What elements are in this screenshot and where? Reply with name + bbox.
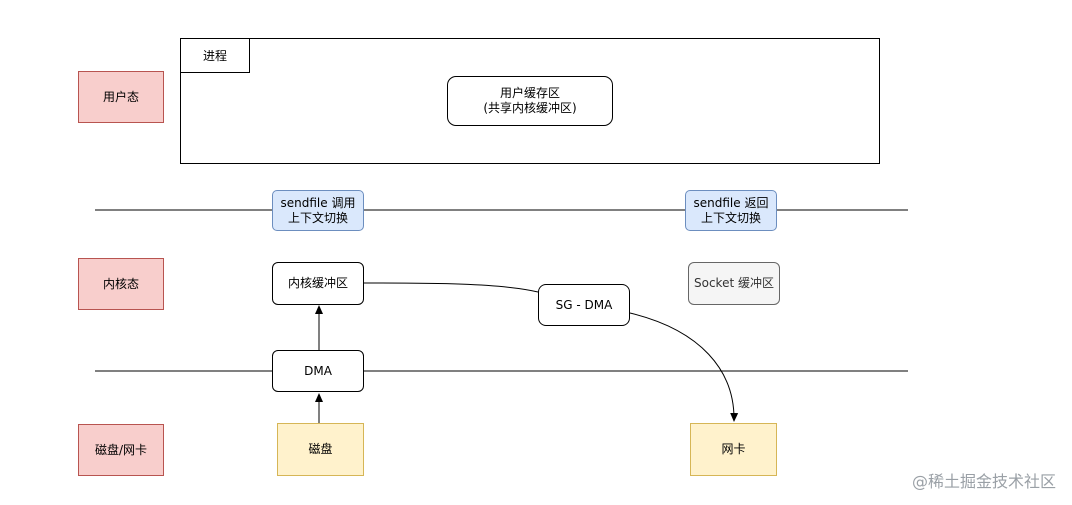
sg-dma-node: SG - DMA	[538, 284, 630, 326]
user-buffer-node: 用户缓存区 (共享内核缓冲区)	[447, 76, 613, 126]
dma-text: DMA	[304, 363, 332, 378]
disk-text: 磁盘	[308, 442, 333, 456]
disk-node: 磁盘	[277, 423, 364, 476]
sg-dma-text: SG - DMA	[555, 297, 613, 312]
dma-node: DMA	[272, 350, 364, 392]
sendfile-call-text: sendfile 调用 上下文切换	[280, 195, 356, 225]
kernel-mode-label: 内核态	[78, 258, 164, 310]
kernel-mode-text: 内核态	[102, 276, 139, 291]
sg-dma-to-nic-arrow	[629, 312, 739, 422]
user-mode-label: 用户态	[78, 71, 164, 123]
user-mode-text: 用户态	[102, 89, 139, 104]
device-layer-text: 磁盘/网卡	[94, 442, 148, 457]
socket-buffer-text: Socket 缓冲区	[694, 276, 774, 290]
socket-buffer-node: Socket 缓冲区	[688, 262, 780, 305]
device-layer-label: 磁盘/网卡	[78, 424, 164, 476]
watermark: @稀土掘金技术社区	[911, 472, 1056, 491]
kernel-buffer-node: 内核缓冲区	[272, 262, 364, 305]
process-label-text: 进程	[202, 49, 227, 63]
user-buffer-text: 用户缓存区 (共享内核缓冲区)	[483, 86, 577, 115]
kernel-buffer-text: 内核缓冲区	[287, 276, 348, 290]
nic-text: 网卡	[721, 442, 746, 456]
sendfile-call-note: sendfile 调用 上下文切换	[272, 190, 364, 231]
nic-node: 网卡	[690, 423, 777, 476]
process-label: 进程	[180, 38, 250, 73]
sendfile-return-text: sendfile 返回 上下文切换	[693, 195, 769, 225]
sendfile-return-note: sendfile 返回 上下文切换	[685, 190, 777, 231]
kernel-buffer-to-sg-dma-line	[363, 282, 539, 293]
